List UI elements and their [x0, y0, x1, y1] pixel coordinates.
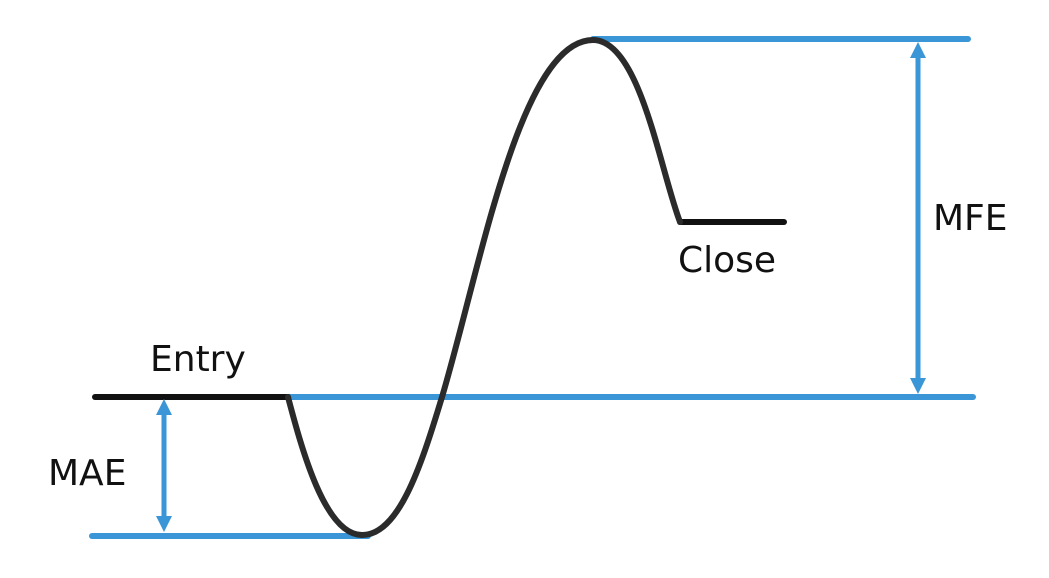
price-path-curve — [285, 37, 683, 538]
entry-label: Entry — [150, 339, 246, 380]
mae-label: MAE — [48, 453, 126, 494]
mfe-label: MFE — [933, 198, 1008, 239]
close-label: Close — [678, 240, 776, 281]
